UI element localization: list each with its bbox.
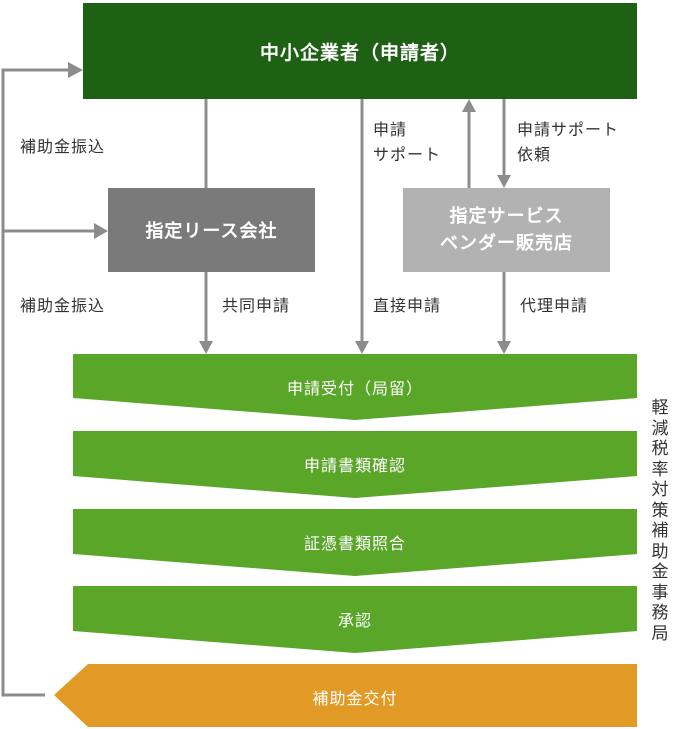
subsidy-transfer-label-bottom: 補助金振込 — [20, 296, 106, 315]
step-shape-reception — [73, 354, 637, 420]
arrow-head-transfer-applicant — [68, 62, 83, 78]
step-shape-subsidy-grant — [54, 664, 637, 727]
arrow-head-support — [462, 99, 476, 112]
applicant-box: 中小企業者（申請者） — [83, 3, 637, 99]
step-shape-approval — [73, 586, 637, 653]
vendor-label-line1: 指定サービス — [449, 206, 564, 227]
application-support-label-line1: 申請 — [373, 120, 408, 139]
application-support-label-line2: サポート — [373, 145, 442, 164]
subsidy-transfer-label-top: 補助金振込 — [20, 137, 106, 156]
vendor-box: 指定サービス ベンダー販売店 — [403, 188, 610, 272]
step-approval-label: 承認 — [337, 611, 372, 630]
step-shape-document-check — [73, 431, 637, 498]
arrow-head-transfer-lease — [94, 223, 108, 239]
lease-company-label: 指定リース会社 — [145, 221, 278, 242]
step-evidence-matching-label: 証憑書類照合 — [303, 534, 406, 553]
support-request-label-line1: 申請サポート — [517, 120, 620, 139]
vendor-label-line2: ベンダー販売店 — [440, 233, 573, 254]
joint-application-label: 共同申請 — [222, 296, 291, 315]
applicant-label: 中小企業者（申請者） — [259, 41, 460, 64]
step-shape-evidence-matching — [73, 509, 637, 576]
step-subsidy-grant-label: 補助金交付 — [312, 689, 398, 708]
lease-company-box: 指定リース会社 — [108, 188, 315, 272]
support-request-label-line2: 依頼 — [517, 145, 552, 164]
arrow-head-proxy — [497, 341, 511, 354]
arrow-head-joint — [199, 341, 213, 354]
application-support-label: 申請 サポート — [373, 117, 441, 167]
arrow-head-request — [497, 175, 511, 188]
step-document-check-label: 申請書類確認 — [303, 456, 406, 475]
office-label: 軽減税率対策補助金事務局 — [651, 398, 669, 644]
proxy-application-label: 代理申請 — [520, 296, 589, 315]
arrow-head-direct — [355, 341, 369, 354]
direct-application-label: 直接申請 — [373, 296, 442, 315]
support-request-label: 申請サポート 依頼 — [517, 117, 619, 167]
step-reception-label: 申請受付（局留） — [286, 379, 423, 398]
